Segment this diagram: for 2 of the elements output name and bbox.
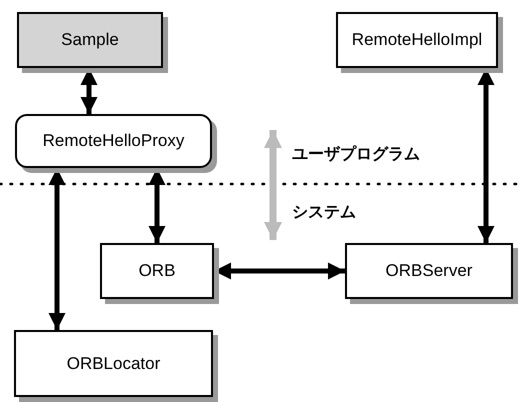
layer-label: ユーザプログラム	[292, 144, 420, 165]
layer-label: システム	[292, 202, 356, 223]
